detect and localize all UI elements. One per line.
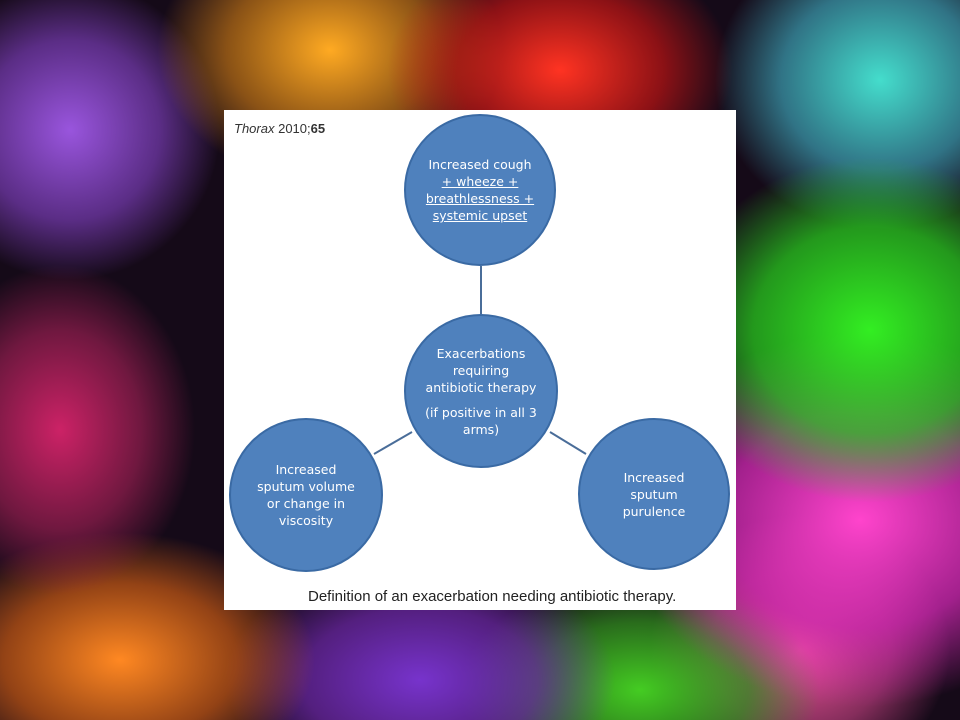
node-left-line-2: sputum volume <box>257 479 355 494</box>
node-center-line-3: antibiotic therapy <box>425 379 537 395</box>
citation: Thorax 2010;65 <box>234 121 325 136</box>
node-sputum-purulence: Increased sputum purulence <box>578 418 730 570</box>
node-top-line-4: systemic upset <box>432 208 528 223</box>
node-left-line-1: Increased <box>275 462 337 477</box>
node-increased-cough: Increased cough + wheeze + breathlessnes… <box>404 114 556 266</box>
node-top-line-3: breathlessness + <box>425 191 535 206</box>
node-exacerbations: Exacerbations requiring antibiotic thera… <box>404 314 558 468</box>
citation-year: 2010; <box>278 121 311 136</box>
figure-panel: Thorax 2010;65 Increased cough + wheeze … <box>224 110 736 610</box>
citation-volume: 65 <box>310 121 326 136</box>
node-right-line-3: purulence <box>622 503 686 519</box>
node-left-line-4: viscosity <box>278 513 334 528</box>
connector-lines <box>373 266 587 455</box>
figure-caption: Definition of an exacerbation needing an… <box>308 588 677 605</box>
citation-journal: Thorax <box>234 121 275 136</box>
node-center-line-1: Exacerbations <box>436 345 526 361</box>
node-center-line-4: (if positive in all 3 <box>425 404 537 420</box>
node-top-line-1: Increased cough <box>428 157 532 172</box>
node-left-line-3: or change in <box>266 496 346 511</box>
node-center-line-2: requiring <box>452 362 510 378</box>
connector-left <box>373 431 413 455</box>
node-center-line-5: arms) <box>462 421 500 437</box>
node-right-line-1: Increased <box>623 469 685 485</box>
node-sputum-volume: Increased sputum volume or change in vis… <box>229 418 383 572</box>
node-right-line-2: sputum <box>630 486 678 502</box>
node-top-line-2: + wheeze + <box>441 174 519 189</box>
connector-right <box>549 431 587 455</box>
